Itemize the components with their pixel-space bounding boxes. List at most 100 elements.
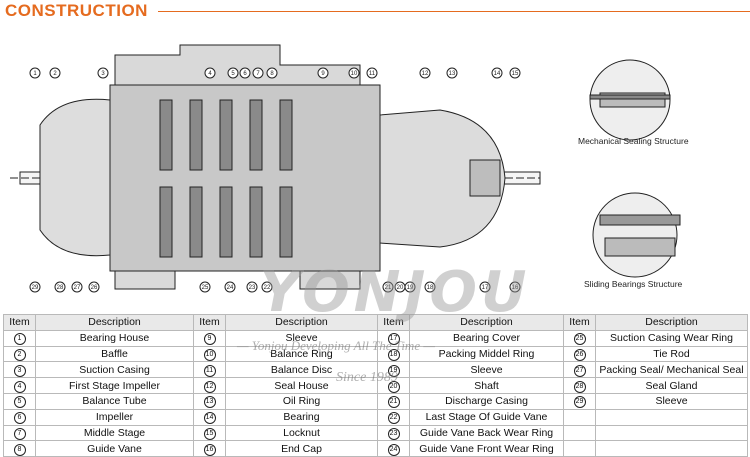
svg-text:18: 18 — [427, 285, 434, 291]
item-description: Locknut — [225, 424, 378, 442]
pump-cross-section-drawing: 1 2 3 4 5 6 7 8 9 10 11 12 13 14 15 29 2… — [10, 44, 681, 293]
item-description: Guide Vane — [35, 440, 194, 457]
svg-text:26: 26 — [91, 285, 98, 291]
callouts-top: 1 2 3 4 5 6 7 8 9 10 11 12 13 14 15 — [29, 67, 521, 79]
item-description: Impeller — [35, 408, 194, 426]
item-number: 6 — [13, 412, 26, 425]
item-number: 28 — [573, 380, 586, 393]
header-description: Description — [35, 314, 194, 331]
item-description — [595, 408, 748, 426]
svg-text:23: 23 — [249, 285, 256, 291]
item-description: Last Stage Of Guide Vane — [409, 408, 564, 426]
svg-text:24: 24 — [227, 285, 234, 291]
item-number-cell: 5 — [3, 392, 36, 410]
svg-text:8: 8 — [270, 71, 274, 77]
header-item: Item — [563, 314, 596, 331]
item-number-cell: 29 — [563, 392, 596, 410]
svg-text:28: 28 — [57, 285, 64, 291]
svg-text:22: 22 — [264, 285, 271, 291]
svg-text:6: 6 — [243, 71, 247, 77]
item-number: 27 — [573, 364, 586, 377]
item-number: 21 — [387, 396, 400, 409]
sliding-bearings-caption: Sliding Bearings Structure — [584, 279, 683, 289]
item-description: Baffle — [35, 345, 194, 363]
item-description: Balance Ring — [225, 345, 378, 363]
item-number: 20 — [387, 380, 400, 393]
item-description: Bearing House — [35, 329, 194, 347]
item-description: Balance Tube — [35, 392, 194, 410]
item-number-cell: 20 — [377, 377, 410, 394]
svg-text:1: 1 — [33, 71, 37, 77]
watermark-since: Since 1989 — [336, 370, 398, 385]
item-number-cell: 28 — [563, 377, 596, 394]
item-number-cell: 2 — [3, 345, 36, 363]
item-number-cell: 25 — [563, 329, 596, 347]
item-number-cell: 18 — [377, 345, 410, 363]
item-number-cell: 9 — [193, 329, 226, 347]
item-number: 5 — [13, 396, 26, 409]
svg-text:7: 7 — [256, 71, 260, 77]
item-number-cell: 14 — [193, 408, 226, 426]
svg-text:4: 4 — [208, 71, 212, 77]
item-number-cell: 4 — [3, 377, 36, 394]
title-bar: CONSTRUCTION — [0, 0, 750, 22]
table-header-row: Item Description Item Description Item D… — [3, 314, 748, 331]
item-description: Seal Gland — [595, 377, 748, 394]
item-number: 16 — [203, 443, 216, 456]
svg-text:11: 11 — [369, 71, 376, 77]
item-description: Middle Stage — [35, 424, 194, 442]
item-number: 26 — [573, 348, 586, 361]
item-number: 19 — [387, 364, 400, 377]
item-number-cell: 10 — [193, 345, 226, 363]
item-description: Sleeve — [595, 392, 748, 410]
item-description: End Cap — [225, 440, 378, 457]
item-number-cell: 11 — [193, 361, 226, 379]
item-description: Suction Casing Wear Ring — [595, 329, 748, 347]
svg-text:13: 13 — [449, 71, 456, 77]
item-number-cell: 8 — [3, 440, 36, 457]
item-number-cell: 23 — [377, 424, 410, 442]
item-number-cell — [563, 424, 596, 442]
svg-text:3: 3 — [101, 71, 105, 77]
page-title: CONSTRUCTION — [5, 1, 148, 20]
item-number: 3 — [13, 364, 26, 377]
title-rule — [158, 11, 750, 12]
mechanical-sealing-caption: Mechanical Sealing Structure — [578, 136, 689, 146]
item-number-cell: 7 — [3, 424, 36, 442]
svg-text:5: 5 — [231, 71, 235, 77]
item-number: 1 — [13, 333, 26, 346]
item-description: First Stage Impeller — [35, 377, 194, 394]
svg-text:17: 17 — [482, 285, 489, 291]
watermark-slogan: — Yonjou Developing All The Time — — [237, 338, 435, 353]
item-number: 25 — [573, 333, 586, 346]
item-number: 12 — [203, 380, 216, 393]
item-number-cell: 15 — [193, 424, 226, 442]
item-number: 9 — [203, 333, 216, 346]
item-number: 23 — [387, 427, 400, 440]
item-description: Packing Seal/ Mechanical Seal — [595, 361, 748, 379]
item-number: 14 — [203, 412, 216, 425]
svg-text:10: 10 — [351, 71, 358, 77]
header-description: Description — [225, 314, 378, 331]
item-number: 2 — [13, 348, 26, 361]
item-number: 7 — [13, 427, 26, 440]
item-description — [595, 424, 748, 442]
header-item: Item — [377, 314, 410, 331]
svg-text:21: 21 — [385, 285, 392, 291]
svg-text:16: 16 — [512, 285, 519, 291]
header-item: Item — [3, 314, 36, 331]
item-number: 29 — [573, 396, 586, 409]
item-description — [595, 440, 748, 457]
item-number-cell: 22 — [377, 408, 410, 426]
svg-text:9: 9 — [321, 71, 325, 77]
item-number: 10 — [203, 348, 216, 361]
header-description: Description — [595, 314, 748, 331]
item-number-cell: 6 — [3, 408, 36, 426]
item-number: 24 — [387, 443, 400, 456]
item-description: Bearing — [225, 408, 378, 426]
item-number-cell: 26 — [563, 345, 596, 363]
